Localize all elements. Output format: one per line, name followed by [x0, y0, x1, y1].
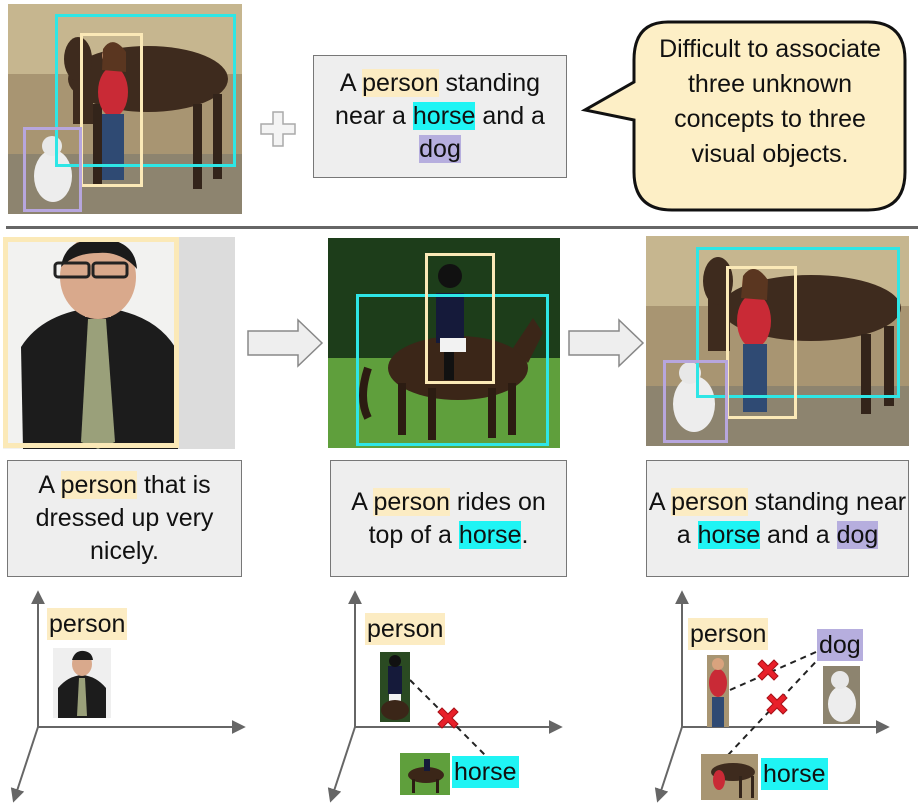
- embed1-thumb-person: [53, 648, 111, 718]
- section-divider: [6, 226, 918, 229]
- embed3-thumb-horse: [701, 754, 758, 800]
- embed3-label-person: person: [688, 618, 769, 650]
- embed1-label-person: person: [47, 608, 128, 640]
- embed2-thumb-horse: [400, 753, 450, 795]
- word-person: person: [362, 69, 439, 97]
- word-horse: horse: [412, 102, 476, 130]
- panel2-horse-bbox: [356, 294, 549, 446]
- panel1-caption: A person that is dressed up very nicely.: [7, 460, 242, 577]
- embed2-label-horse: horse: [452, 756, 519, 788]
- word-person: person: [671, 487, 748, 516]
- panel3-person-bbox: [726, 266, 797, 419]
- top-dog-bbox: [23, 127, 82, 212]
- word-horse: horse: [697, 520, 761, 549]
- embed3-label-dog: dog: [817, 629, 863, 661]
- word-person: person: [373, 487, 450, 516]
- speech-bubble: [580, 20, 907, 212]
- panel3-dog-bbox: [663, 360, 728, 443]
- panel2-caption: A person rides on top of a horse.: [330, 460, 567, 577]
- embed2-thumb-rider: [380, 652, 410, 722]
- embed2-label-person: person: [365, 613, 446, 645]
- embed3-thumb-dog: [823, 666, 860, 724]
- panel1-photo-person: [3, 237, 235, 449]
- arrow-right-icon: [246, 318, 324, 368]
- panel1-person-bbox: [3, 237, 179, 448]
- panel3-caption: A person standing near a horse and a dog: [646, 460, 909, 577]
- panel3-axes: [654, 590, 890, 803]
- word-dog: dog: [419, 135, 461, 163]
- plus-icon: [258, 109, 298, 149]
- top-person-bbox: [80, 33, 143, 187]
- panel3-horse-bbox: [696, 247, 900, 398]
- word-horse: horse: [458, 520, 522, 549]
- top-horse-bbox: [55, 14, 236, 167]
- mismatch-cross-icon: [434, 704, 462, 732]
- panel1-axes: [10, 590, 246, 803]
- embed3-thumb-person: [707, 655, 729, 727]
- mismatch-cross-icon: [763, 690, 791, 718]
- word-dog: dog: [836, 520, 879, 549]
- panel2-assoc-line: [409, 679, 486, 756]
- panel2-person-bbox: [425, 253, 495, 384]
- panel2-photo-rider: [328, 238, 560, 448]
- top-caption: A person standing near a horse and a dog: [313, 55, 567, 178]
- bubble-text: Difficult to associate three unknown con…: [659, 35, 881, 168]
- embed3-label-horse: horse: [761, 758, 828, 790]
- mismatch-cross-icon: [754, 656, 782, 684]
- arrow-right-icon: [567, 318, 645, 368]
- word-person: person: [60, 471, 138, 499]
